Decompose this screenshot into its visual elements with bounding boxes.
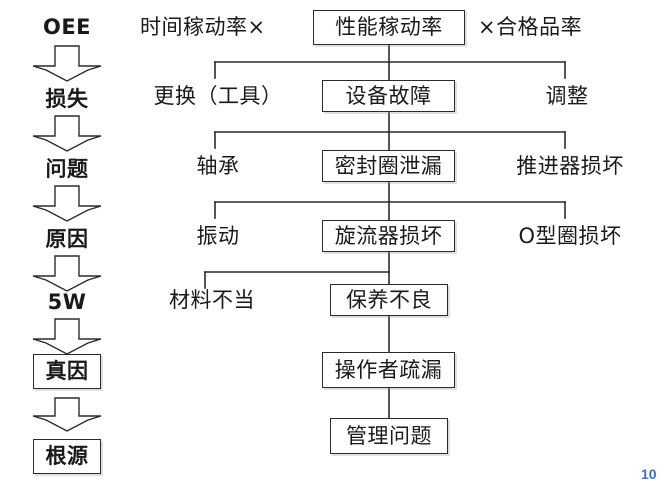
cause-operator-negligence[interactable]: 操作者疏漏 bbox=[322, 352, 455, 388]
node-performance-rate[interactable]: 性能稼动率 bbox=[313, 10, 465, 45]
stage-arrow-3 bbox=[32, 185, 102, 222]
stage-label-cause: 原因 bbox=[45, 226, 89, 251]
cause-center-level-4[interactable]: 保养不良 bbox=[330, 284, 448, 316]
stage-label-5w: 5W bbox=[47, 290, 87, 314]
cause-left-level-2: 轴承 bbox=[196, 153, 240, 178]
cause-right-level-1: 调整 bbox=[545, 83, 589, 108]
cause-management-problem[interactable]: 管理问题 bbox=[330, 418, 448, 454]
stage-arrow-4 bbox=[32, 255, 102, 292]
stage-label-problem: 问题 bbox=[45, 156, 89, 181]
stage-arrow-2 bbox=[32, 115, 102, 152]
cause-center-level-3[interactable]: 旋流器损坏 bbox=[322, 220, 455, 252]
stage-arrow-5 bbox=[32, 318, 102, 355]
stage-arrow-6 bbox=[32, 397, 102, 432]
stage-label-oee: OEE bbox=[42, 14, 92, 39]
cause-left-level-1: 更换（工具） bbox=[153, 83, 283, 108]
cause-center-level-2[interactable]: 密封圈泄漏 bbox=[322, 150, 455, 182]
cause-left-level-3: 振动 bbox=[196, 223, 240, 248]
cause-left-level-4: 材料不当 bbox=[169, 287, 255, 312]
formula-right-term: ×合格品率 bbox=[478, 15, 583, 39]
cause-right-level-3: O型圈损坏 bbox=[518, 223, 622, 248]
cause-right-level-2: 推进器损坏 bbox=[516, 153, 624, 178]
cause-center-level-1[interactable]: 设备故障 bbox=[322, 80, 455, 112]
page-number: 10 bbox=[641, 466, 657, 482]
stage-label-true-cause[interactable]: 真因 bbox=[33, 354, 101, 389]
stage-arrow-1 bbox=[32, 45, 102, 82]
stage-label-loss: 损失 bbox=[45, 86, 89, 111]
stage-label-root-source[interactable]: 根源 bbox=[33, 439, 101, 474]
formula-left-term: 时间稼动率× bbox=[140, 15, 266, 39]
